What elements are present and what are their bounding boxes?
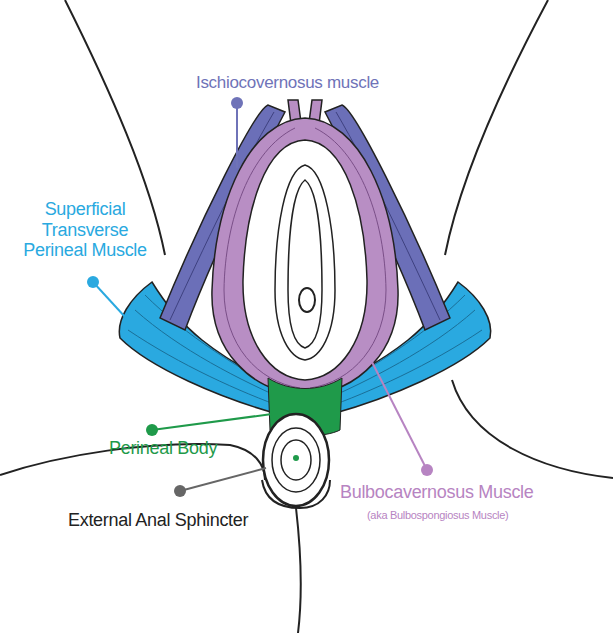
leader-dot xyxy=(421,464,433,476)
leader-dot xyxy=(87,276,99,288)
cleft-line xyxy=(296,508,301,633)
buttock-line xyxy=(452,380,613,478)
part-note: (aka Bulbospongiosus Muscle) xyxy=(367,509,508,522)
labia-inner xyxy=(288,180,322,348)
anal-opening xyxy=(293,455,299,461)
thigh-line xyxy=(445,0,548,255)
leader-dot xyxy=(231,97,243,109)
labia xyxy=(275,165,335,360)
bulbocavernosus-muscle xyxy=(212,100,398,395)
leader-line xyxy=(93,282,126,318)
anal-sphincter xyxy=(263,414,329,506)
sphincter-ring xyxy=(281,440,311,480)
leader-line xyxy=(180,468,266,491)
part-label: Superficial Transverse Perineal Muscle xyxy=(15,199,155,261)
vestibule xyxy=(243,140,367,380)
part-label: External Anal Sphincter xyxy=(68,510,248,531)
leader-line xyxy=(236,103,238,168)
muscle-body xyxy=(212,118,398,395)
part-label: Ischiocovernosus muscle xyxy=(196,73,379,93)
sphincter-ring xyxy=(272,428,320,492)
leader-dot xyxy=(174,485,186,497)
part-label: Perineal Body xyxy=(109,438,217,459)
vaginal-opening xyxy=(299,288,315,312)
leader-line xyxy=(372,362,427,470)
leader-dot xyxy=(146,424,158,436)
sphincter-outer xyxy=(263,414,329,506)
leader-line xyxy=(152,414,272,430)
part-label: Bulbocavernosus Muscle xyxy=(340,482,534,503)
leader-lines xyxy=(87,97,433,497)
muscle-fibres xyxy=(224,128,386,388)
